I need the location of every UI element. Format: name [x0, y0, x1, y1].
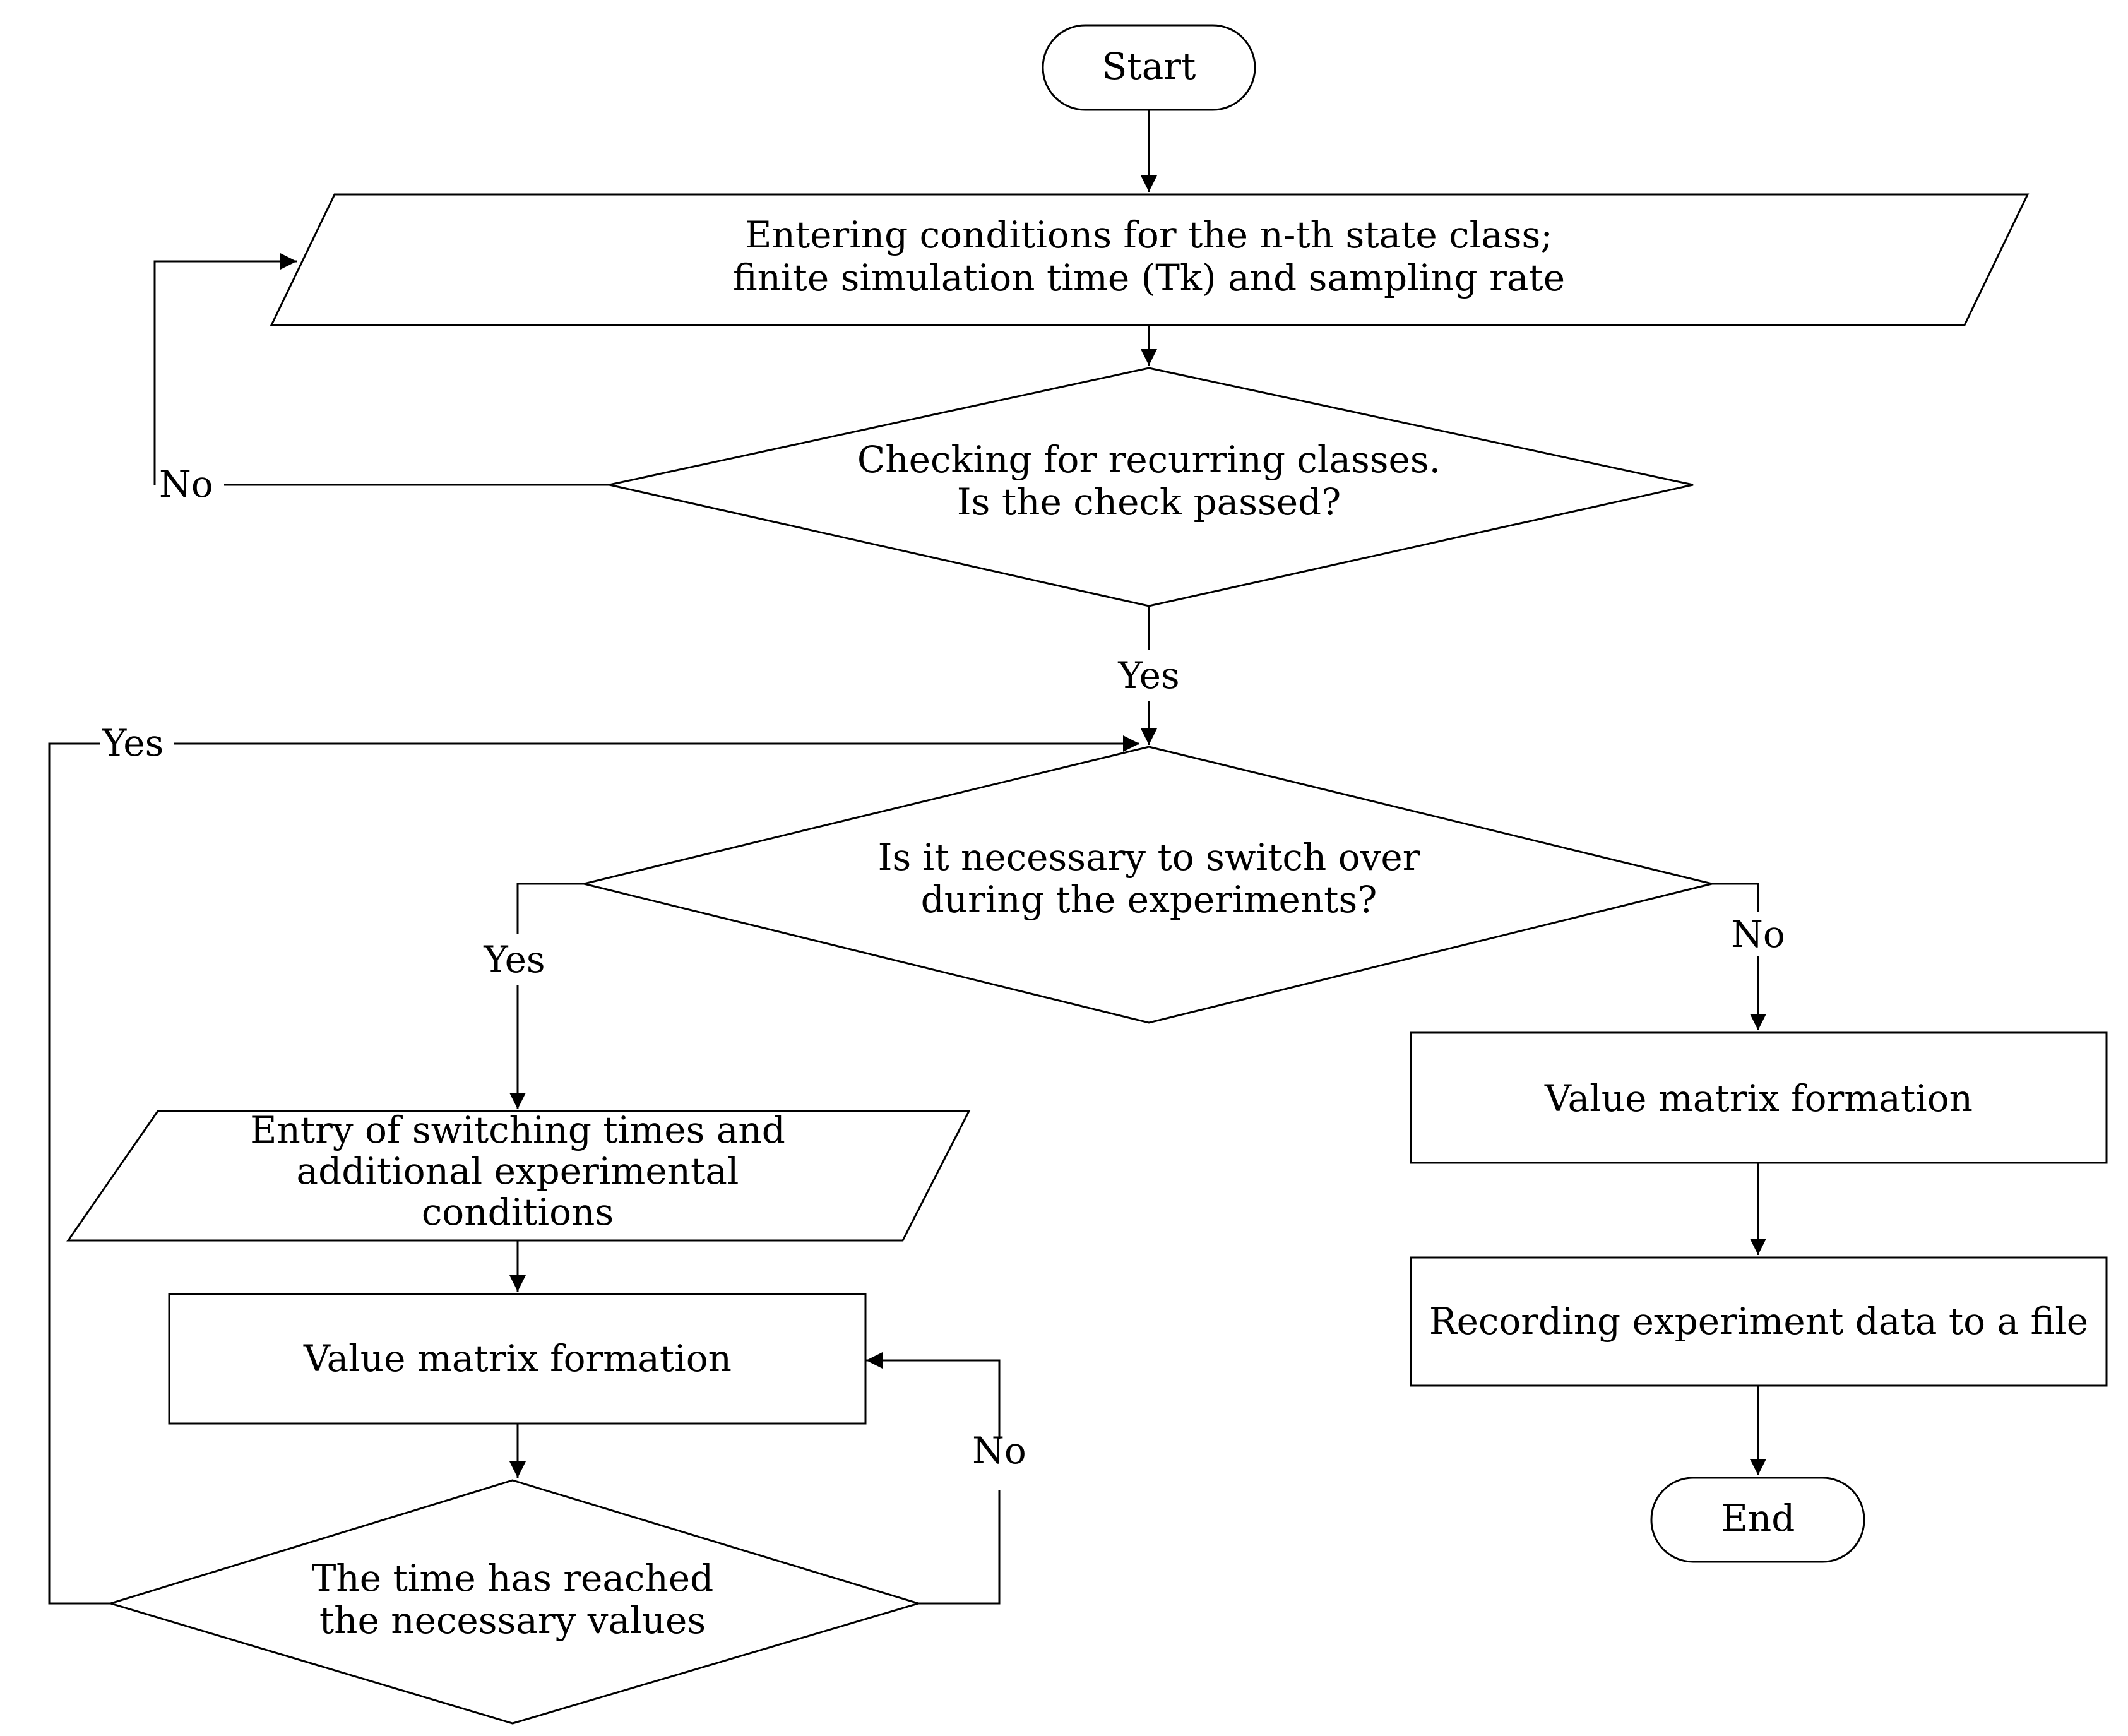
time-check-line-1: The time has reached [312, 1557, 713, 1600]
time-check-line-2: the necessary values [319, 1599, 706, 1642]
check-recurring-diamond [609, 367, 1694, 607]
edge-check-no-loop-upper [153, 253, 297, 485]
switch-entry-line-3: conditions [422, 1191, 614, 1234]
switch-entry-line-1: Entry of switching times and [250, 1109, 785, 1151]
edge-label-time-no: No [972, 1429, 1026, 1472]
value-matrix-right-label: Value matrix formation [1544, 1077, 1973, 1120]
value-matrix-left-label: Value matrix formation [303, 1337, 732, 1380]
check-recurring-line-2: Is the check passed? [957, 480, 1341, 523]
record-data-label: Recording experiment data to a file [1429, 1300, 2088, 1343]
switch-decision-line-1: Is it necessary to switch over [878, 836, 1420, 879]
input-conditions-line-1: Entering conditions for the n-th state c… [745, 213, 1553, 256]
record-data-box [1410, 1256, 2108, 1387]
value-matrix-right-box [1410, 1031, 2108, 1164]
end-terminal [1650, 1477, 1865, 1563]
input-conditions-parallelogram [270, 193, 2030, 326]
edge-time-no-loop-lower [918, 1490, 1001, 1605]
edge-label-check-no: No [159, 463, 213, 506]
edge-switch-yes [516, 883, 584, 934]
edge-label-switch-yes: Yes [483, 938, 545, 981]
start-label: Start [1102, 45, 1196, 88]
switch-decision-line-2: during the experiments? [921, 878, 1377, 921]
time-check-diamond [107, 1479, 922, 1725]
edge-label-switch-no: No [1731, 913, 1785, 956]
switch-decision-diamond [583, 746, 1713, 1024]
switch-entry-line-2: additional experimental [297, 1150, 739, 1192]
edge-label-time-yes: Yes [102, 722, 163, 764]
edge-time-yes-loop [48, 742, 110, 1605]
edge-time-no-loop-upper [866, 1352, 1001, 1439]
check-recurring-line-1: Checking for recurring classes. [857, 438, 1441, 481]
value-matrix-left-box [168, 1293, 867, 1425]
end-label: End [1721, 1497, 1795, 1540]
input-conditions-line-2: finite simulation time (Tk) and sampling… [733, 256, 1565, 299]
edge-label-check-yes: Yes [1117, 654, 1179, 697]
start-terminal [1042, 24, 1256, 111]
switch-entry-parallelogram [66, 1110, 971, 1242]
edge-switch-no [1712, 883, 1759, 912]
